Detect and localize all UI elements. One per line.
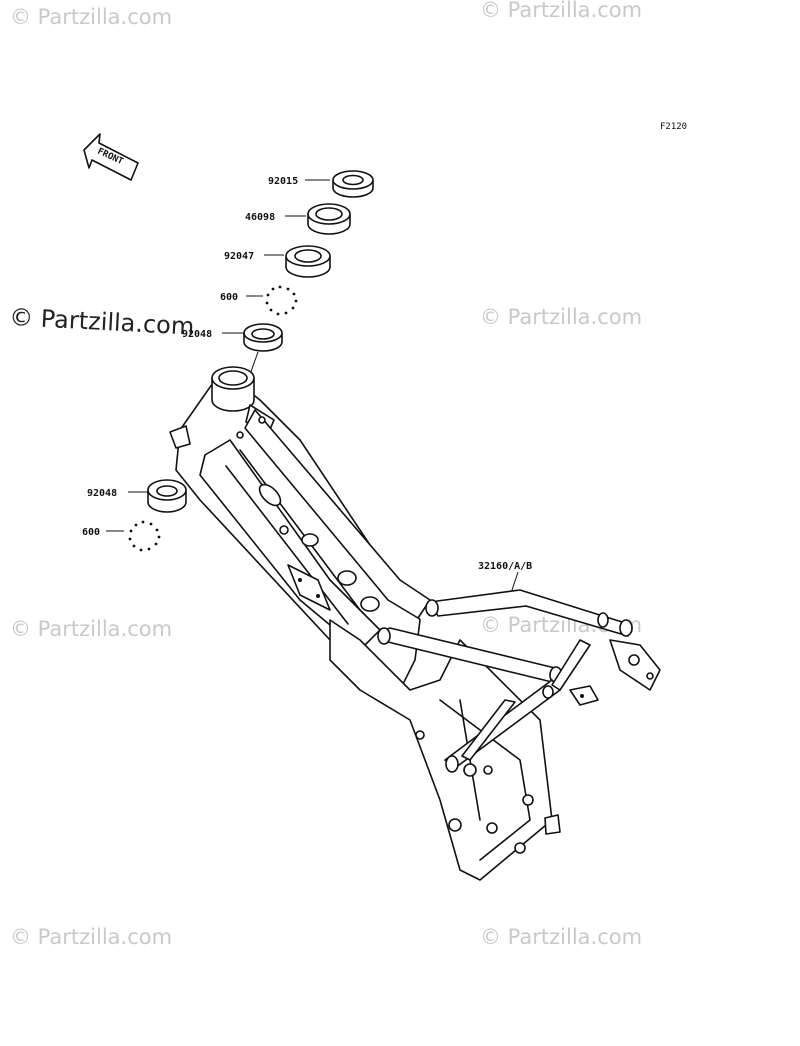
watermark: © Partzilla.com: [480, 0, 643, 22]
watermark: © Partzilla.com: [10, 5, 173, 29]
part-46098[interactable]: 46098: [245, 203, 351, 235]
part-92015[interactable]: 92015: [268, 170, 374, 198]
svg-text:92015: 92015: [268, 176, 298, 187]
watermark: © Partzilla.com: [10, 617, 173, 641]
svg-text:600: 600: [82, 527, 100, 538]
part-32160-frame[interactable]: 32160/A/B: [169, 366, 661, 881]
watermark: © Partzilla.com: [10, 925, 173, 949]
watermark: © Partzilla.com: [480, 305, 643, 329]
svg-text:46098: 46098: [245, 212, 275, 223]
part-92048-lower[interactable]: 92048: [87, 479, 187, 513]
svg-text:32160/A/B: 32160/A/B: [478, 561, 532, 572]
part-600-upper[interactable]: 600: [220, 285, 298, 316]
part-92047[interactable]: 92047: [224, 245, 331, 278]
diagram-code: F2120: [660, 122, 687, 132]
part-600-lower[interactable]: 600: [82, 520, 161, 552]
part-92048-upper[interactable]: 92048: [182, 323, 283, 381]
svg-text:92048: 92048: [182, 329, 212, 340]
svg-text:92047: 92047: [224, 251, 254, 262]
front-arrow-icon: FRONT: [83, 133, 139, 181]
svg-text:600: 600: [220, 292, 238, 303]
watermark: © Partzilla.com: [480, 925, 643, 949]
svg-text:92048: 92048: [87, 488, 117, 499]
